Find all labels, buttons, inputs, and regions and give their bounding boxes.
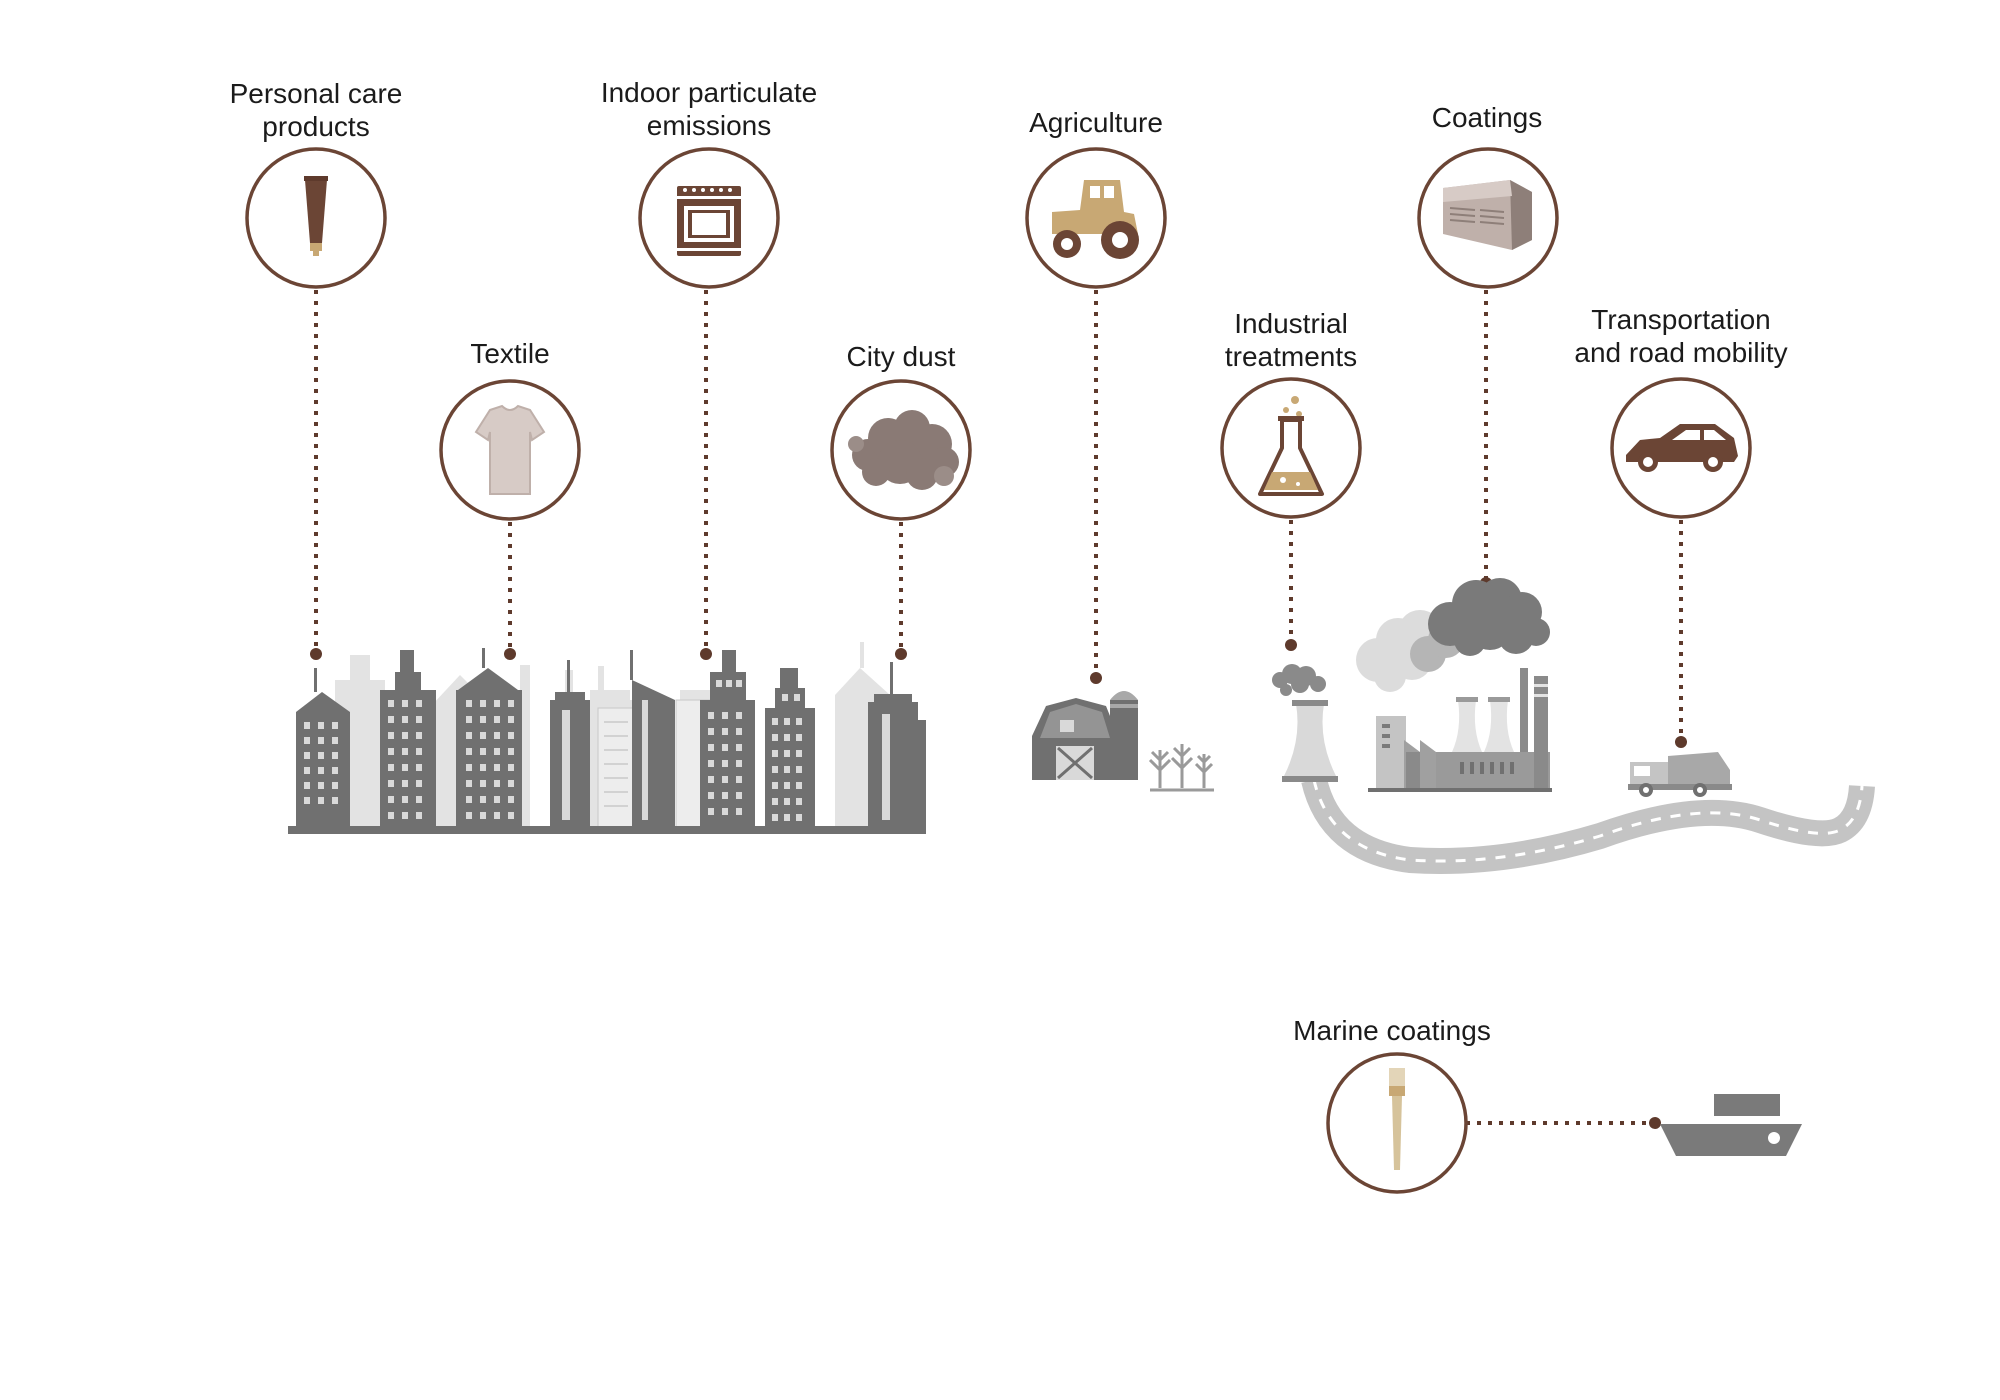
paint-brush-icon <box>1389 1068 1405 1170</box>
connector-end-dots <box>310 577 1687 1129</box>
truck-illustration <box>1628 752 1732 797</box>
label-agriculture: Agriculture <box>1029 107 1163 138</box>
label-city-dust: City dust <box>846 341 956 372</box>
city-skyline-illustration <box>288 642 926 834</box>
building-block-icon <box>1443 180 1532 250</box>
oven-icon <box>677 186 741 256</box>
label-indoor-particulate: Indoor particulate emissions <box>600 77 818 141</box>
dust-cloud-icon <box>848 410 959 490</box>
label-marine-coatings: Marine coatings <box>1293 1015 1491 1046</box>
label-industrial-treatments: Industrial treatments <box>1224 308 1358 372</box>
skyline-windows <box>304 680 890 821</box>
tube-icon <box>304 176 328 256</box>
tshirt-icon <box>474 404 546 495</box>
flask-icon <box>1258 396 1324 496</box>
label-textile: Textile <box>470 338 550 369</box>
ship-illustration <box>1660 1094 1802 1156</box>
label-transportation: Transportation and road mobility <box>1574 304 1788 368</box>
tractor-icon <box>1052 180 1139 259</box>
farm-illustration <box>1032 691 1214 792</box>
connector-lines <box>314 290 1683 1125</box>
label-personal-care: Personal care products <box>229 78 403 142</box>
road-illustration <box>1301 776 1875 874</box>
industry-illustration <box>1272 578 1552 792</box>
label-coatings: Coatings <box>1431 102 1543 133</box>
car-icon <box>1626 424 1738 472</box>
